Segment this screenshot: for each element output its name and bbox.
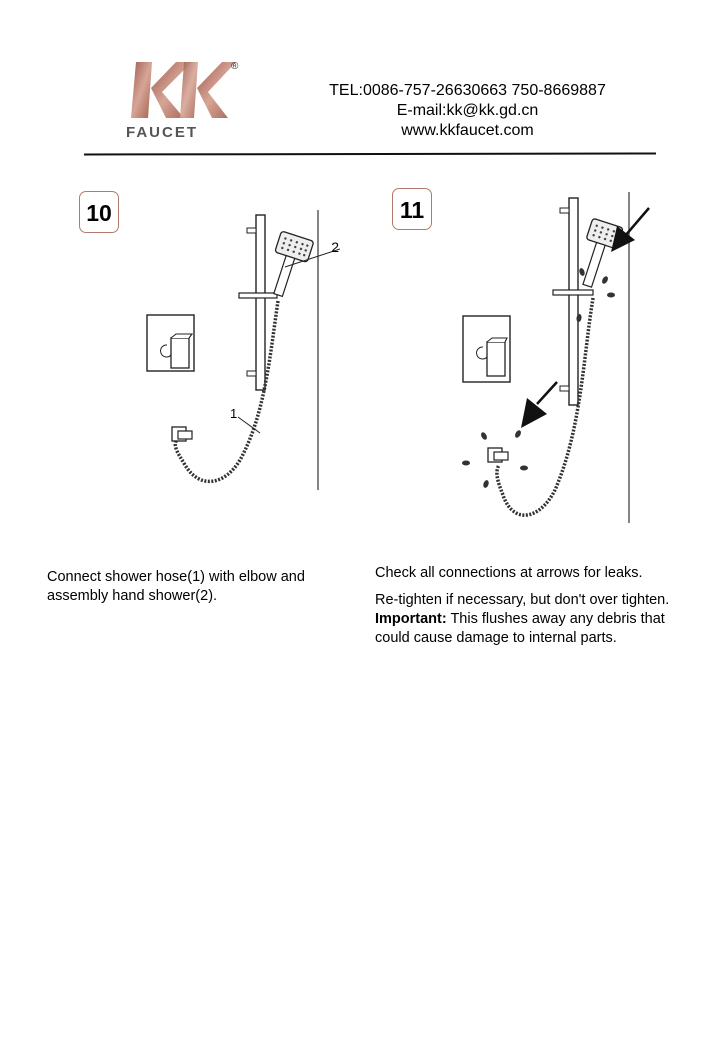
valve-handle — [486, 341, 506, 377]
valve-handle — [170, 337, 190, 369]
step-11-badge: 11 — [392, 188, 432, 230]
step-11-illustration — [462, 192, 650, 523]
website-text: www.kkfaucet.com — [401, 122, 534, 139]
leak-arrow-bottom — [521, 381, 558, 428]
slide-rail — [568, 197, 579, 406]
leak-arrow-top — [611, 207, 650, 252]
water-droplets — [462, 268, 615, 488]
slider-bracket — [238, 292, 278, 299]
step-10-caption: Connect shower hose(1) with elbow and as… — [47, 568, 347, 606]
step-11-caption-line-2: Re-tighten if necessary, but don't over … — [375, 592, 670, 608]
step-11-caption-line-3: could cause damage to internal parts. — [375, 630, 617, 646]
contact-block: TEL:0086-757-26630663 750-8669887 E-mail… — [300, 81, 635, 141]
important-text: This flushes away any debris that — [446, 611, 665, 627]
important-label: Important: — [375, 611, 447, 627]
email-text: E-mail:kk@kk.gd.cn — [396, 102, 539, 119]
shower-hose — [495, 297, 595, 517]
hand-shower — [582, 218, 624, 288]
label-1: 1 — [230, 406, 237, 421]
hand-shower — [273, 231, 314, 298]
step-10-badge: 10 — [79, 191, 119, 233]
step-10-illustration: 2 1 — [146, 210, 340, 490]
shower-hose — [173, 300, 280, 483]
tel-text: TEL:0086-757-26630663 750-8669887 — [329, 82, 606, 99]
logo-text: FAUCET — [126, 124, 198, 141]
label-2: 2 — [331, 239, 339, 255]
step-11-important: Important: This flushes away any debris … — [375, 610, 675, 629]
header-divider — [83, 152, 657, 156]
registered-mark: ® — [231, 61, 239, 72]
slide-rail — [255, 214, 266, 391]
slider-bracket — [552, 289, 594, 296]
kk-faucet-logo: ® FAUCET — [126, 61, 239, 141]
step-10-caption-text: Connect shower hose(1) with elbow and as… — [47, 569, 305, 604]
step-11-caption-line-1: Check all connections at arrows for leak… — [375, 565, 643, 581]
step-11-caption: Check all connections at arrows for leak… — [375, 564, 675, 648]
